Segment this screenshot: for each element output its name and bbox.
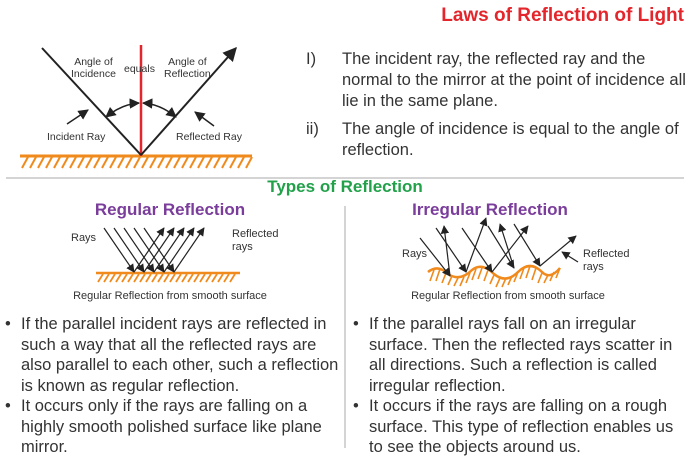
reflection-arc <box>141 98 177 118</box>
irregular-reflected-line1: Reflected <box>583 248 630 260</box>
angle-of-reflection-label: Angle of Reflection <box>164 56 211 80</box>
law-2-text: The angle of incidence is equal to the a… <box>342 120 679 159</box>
equals-label: equals <box>124 63 155 75</box>
irregular-reflected-rays <box>440 217 577 277</box>
incident-ray <box>41 47 142 156</box>
regular-bullet-2-text: It occurs only if the rays are falling o… <box>21 397 322 456</box>
bullet-dot: • <box>5 315 11 333</box>
regular-bullets: • If the parallel incident rays are refl… <box>4 314 339 458</box>
irregular-caption: Regular Reflection from smooth surface <box>411 290 605 302</box>
irregular-incident-rays <box>419 223 541 277</box>
irregular-heading: Irregular Reflection <box>412 200 568 219</box>
law-2: ii) The angle of incidence is equal to t… <box>306 119 686 163</box>
regular-bullet-2: • It occurs only if the rays are falling… <box>4 396 339 458</box>
bullet-dot: • <box>353 315 359 333</box>
reflected-ray-label: Reflected Ray <box>176 131 242 143</box>
incidence-arc <box>105 98 141 118</box>
page-title: Laws of Reflection of Light <box>441 5 684 26</box>
irregular-bullet-2: • It occurs if the rays are falling on a… <box>352 396 688 458</box>
incident-pointer <box>66 109 89 125</box>
incident-ray-label: Incident Ray <box>47 131 106 143</box>
regular-caption: Regular Reflection from smooth surface <box>73 290 267 302</box>
irregular-bullet-2-text: It occurs if the rays are falling on a r… <box>369 397 674 456</box>
regular-reflected-label: Reflected rays <box>232 228 278 254</box>
angle-of-reflection-line2: Reflection <box>164 68 211 80</box>
bullet-dot: • <box>5 397 11 415</box>
law-1: I) The incident ray, the reflected ray a… <box>306 49 686 113</box>
irregular-reflected-line2: rays <box>583 261 604 273</box>
regular-reflected-line1: Reflected <box>232 228 279 240</box>
angle-of-incidence-line1: Angle of <box>74 56 113 68</box>
angle-of-reflection-line1: Angle of <box>168 56 207 68</box>
law-2-number: ii) <box>306 120 319 138</box>
regular-rays-label: Rays <box>71 232 97 244</box>
regular-heading: Regular Reflection <box>94 200 246 219</box>
reflected-ray <box>140 46 237 156</box>
types-heading: Types of Reflection <box>267 177 423 196</box>
regular-bullet-1: • If the parallel incident rays are refl… <box>4 314 339 396</box>
regular-bullet-1-text: If the parallel incident rays are reflec… <box>21 315 339 395</box>
irregular-reflected-pointer <box>561 251 579 263</box>
irregular-rays-label: Rays <box>402 248 428 260</box>
smooth-surface-hatching <box>97 273 236 283</box>
irregular-bullet-1: • If the parallel rays fall on an irregu… <box>352 314 688 396</box>
law-1-number: I) <box>306 50 317 68</box>
irregular-bullets: • If the parallel rays fall on an irregu… <box>352 314 688 458</box>
regular-reflected-rays <box>133 227 205 273</box>
mirror-hatching <box>21 156 253 169</box>
rough-surface-hatching <box>429 265 561 288</box>
irregular-reflected-label: Reflected rays <box>583 248 629 274</box>
irregular-bullet-1-text: If the parallel rays fall on an irregula… <box>369 315 673 395</box>
reflected-pointer <box>194 111 215 127</box>
bullet-dot: • <box>353 397 359 415</box>
law-1-text: The incident ray, the reflected ray and … <box>342 50 686 110</box>
regular-reflected-line2: rays <box>232 241 253 253</box>
angle-of-incidence-label: Angle of Incidence <box>71 56 116 80</box>
angle-of-incidence-line2: Incidence <box>71 68 116 80</box>
